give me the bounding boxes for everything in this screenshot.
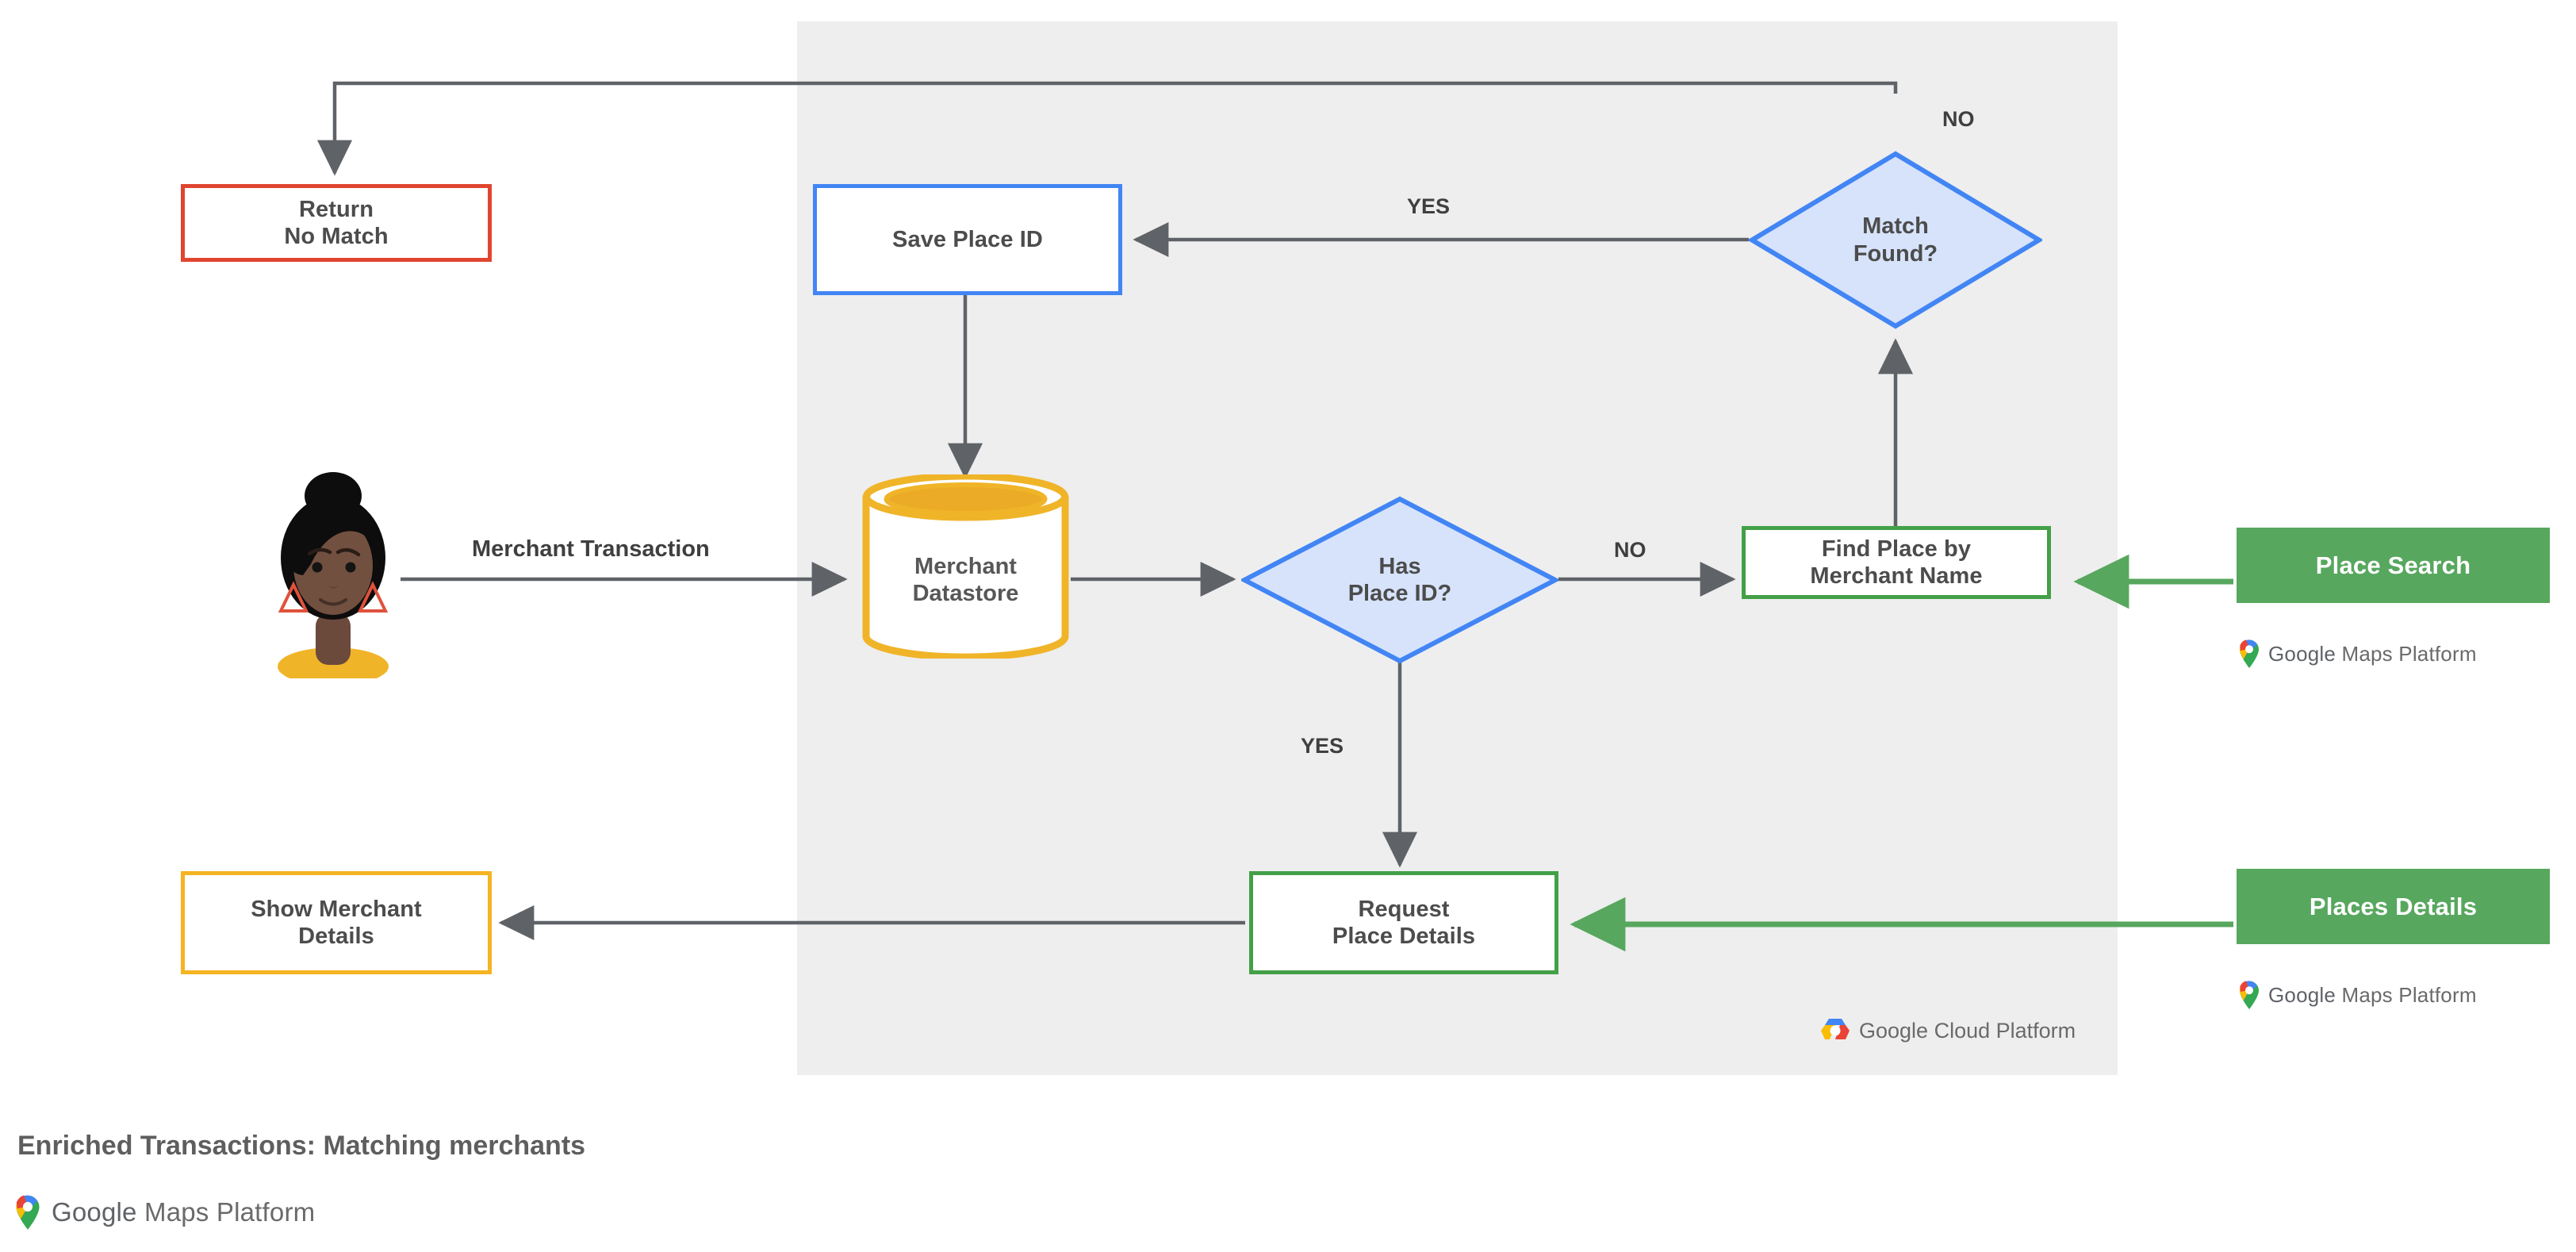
page-title: Enriched Transactions: Matching merchant… xyxy=(17,1131,586,1161)
node-save-place-id-label: Save Place ID xyxy=(892,226,1043,252)
gmp-logo-text: Google Maps Platform xyxy=(2268,641,2477,666)
gmp-logo-text: Google Maps Platform xyxy=(2268,982,2477,1007)
gmp-logo-text: Google Maps Platform xyxy=(52,1197,316,1227)
node-return-no-match-label: Return No Match xyxy=(284,196,389,249)
node-merchant-datastore-label: Merchant Datastore xyxy=(912,553,1019,606)
google-maps-pin-icon xyxy=(16,1195,40,1230)
google-maps-platform-logo-place-search: Google Maps Platform xyxy=(2238,639,2477,669)
node-show-merchant-details[interactable]: Show Merchant Details xyxy=(181,871,492,974)
node-return-no-match[interactable]: Return No Match xyxy=(181,184,492,262)
node-request-place-details-label: Request Place Details xyxy=(1332,896,1476,949)
avatar xyxy=(262,464,404,686)
edge-label-match-found-yes: YES xyxy=(1407,194,1451,218)
google-cloud-hexagon-icon xyxy=(1821,1019,1850,1039)
google-maps-platform-logo-footer: Google Maps Platform xyxy=(14,1194,315,1231)
google-maps-platform-logo-places-details: Google Maps Platform xyxy=(2238,980,2477,1010)
decision-match-found-label: Match Found? xyxy=(1853,213,1938,267)
decision-match-found[interactable]: Match Found? xyxy=(1749,151,2042,329)
gcp-logo-text: Google Cloud Platform xyxy=(1859,1018,2076,1043)
decision-has-place-id[interactable]: Has Place ID? xyxy=(1241,496,1558,664)
node-merchant-datastore[interactable]: Merchant Datastore xyxy=(861,474,1071,659)
google-maps-pin-icon xyxy=(2239,639,2259,668)
node-find-place-by-merchant-name-label: Find Place by Merchant Name xyxy=(1810,536,1983,589)
google-maps-pin-icon xyxy=(2239,981,2259,1009)
edge-label-merchant-transaction: Merchant Transaction xyxy=(472,536,710,562)
product-place-search-label: Place Search xyxy=(2315,551,2471,579)
product-places-details[interactable]: Places Details xyxy=(2237,869,2550,944)
user-avatar-icon xyxy=(278,472,389,686)
product-place-search[interactable]: Place Search xyxy=(2237,528,2550,603)
edge-label-match-found-no: NO xyxy=(1942,107,1975,131)
node-find-place-by-merchant-name[interactable]: Find Place by Merchant Name xyxy=(1742,526,2051,599)
node-request-place-details[interactable]: Request Place Details xyxy=(1249,871,1558,974)
product-places-details-label: Places Details xyxy=(2309,892,2478,920)
decision-has-place-id-label: Has Place ID? xyxy=(1347,553,1452,606)
edge-label-has-place-id-yes: YES xyxy=(1301,734,1344,758)
node-save-place-id[interactable]: Save Place ID xyxy=(813,184,1122,295)
node-show-merchant-details-label: Show Merchant Details xyxy=(251,896,422,949)
edge-label-has-place-id-no: NO xyxy=(1614,538,1646,562)
google-cloud-platform-logo: Google Cloud Platform xyxy=(1819,1016,2076,1046)
